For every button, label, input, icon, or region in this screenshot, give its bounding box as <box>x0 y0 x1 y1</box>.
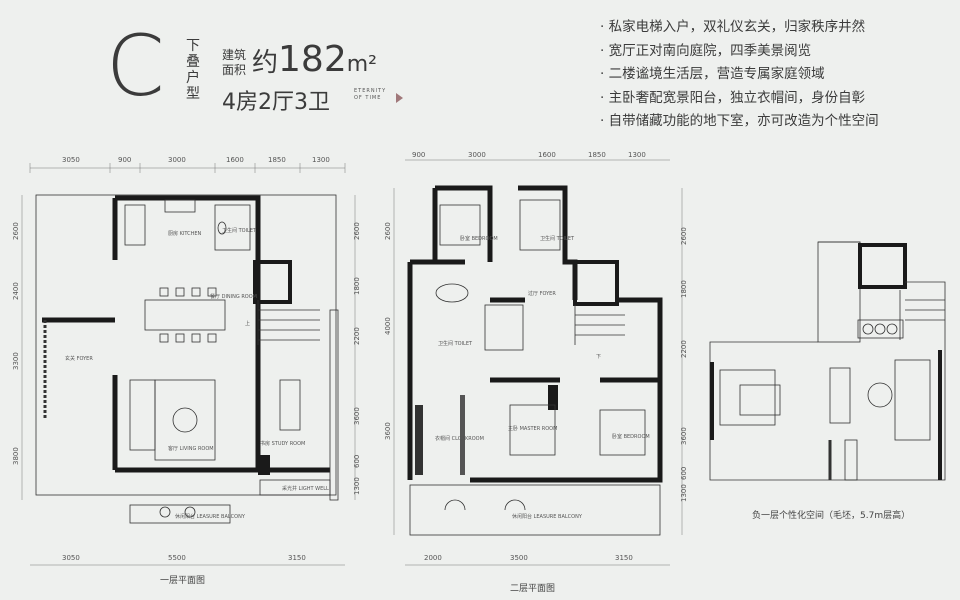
area-value: 约182m² <box>252 39 377 80</box>
room-label: 休闲阳台 LEASURE BALCONY <box>512 513 583 520</box>
dim-label: 4000 <box>384 317 392 335</box>
dim-label: 2400 <box>12 282 20 300</box>
dim-label: 2600 <box>12 222 20 240</box>
dim-label: 600 <box>680 467 688 480</box>
dim-label: 1850 <box>588 151 606 159</box>
dim-label: 900 <box>118 156 131 164</box>
dim-label: 3300 <box>12 352 20 370</box>
dim-label: 3050 <box>62 156 80 164</box>
dim-label: 2000 <box>424 554 442 562</box>
dim-label: 2200 <box>680 340 688 358</box>
room-label: 卫生间 TOILET <box>438 340 473 347</box>
dim-label: 1300 <box>312 156 330 164</box>
room-label: 休闲阳台 LEASURE BALCONY <box>175 513 246 520</box>
plan-caption: 二层平面图 <box>510 583 555 594</box>
dim-label: 3150 <box>615 554 633 562</box>
room-label: 餐厅 DINING ROOM <box>210 293 257 300</box>
feature-item: 私家电梯入户，双礼仪玄关，归家秩序井然 <box>600 16 879 40</box>
triangle-icon <box>396 93 403 103</box>
dim-label: 3000 <box>168 156 186 164</box>
room-label: 衣帽间 CLOAKROOM <box>435 435 484 442</box>
dim-label: 3600 <box>384 422 392 440</box>
dim-label: 1850 <box>268 156 286 164</box>
feature-item: 宽厅正对南向庭院，四季美景阅览 <box>600 40 879 64</box>
dim-label: 2600 <box>384 222 392 240</box>
eternity-mark: ETERNITY OF TIME <box>354 88 387 101</box>
dim-label: 3150 <box>288 554 306 562</box>
room-label: 采光井 LIGHT WELL <box>282 485 329 492</box>
type-letter: C <box>106 17 165 115</box>
dim-label: 1800 <box>680 280 688 298</box>
dim-label: 3800 <box>12 447 20 465</box>
dim-label: 5500 <box>168 554 186 562</box>
plan-second-floor: 900 3000 1600 1850 1300 卧室 BEDROOM 卫生间 T… <box>384 151 688 594</box>
room-label: 卫生间 TOILET <box>222 227 257 234</box>
feature-item: 二楼谧境生活层，营造专属家庭领域 <box>600 63 879 87</box>
room-label: 卧室 BEDROOM <box>612 433 650 440</box>
stair-down-label: 下 <box>596 354 601 360</box>
dim-label: 3000 <box>468 151 486 159</box>
plan-caption: 负一层个性化空间（毛坯，5.7m层高） <box>752 509 910 521</box>
stair-up-label: 上 <box>245 320 250 327</box>
plan-caption: 一层平面图 <box>160 575 205 586</box>
room-label: 客厅 LIVING ROOM <box>168 445 214 452</box>
room-label: 厨房 KITCHEN <box>168 230 202 237</box>
dim-label: 600 <box>353 455 361 468</box>
room-label: 主卧 MASTER ROOM <box>508 425 557 432</box>
room-label: 卧室 BEDROOM <box>460 235 498 242</box>
layout-label: 4房2厅3卫 <box>222 90 330 115</box>
dim-label: 3600 <box>680 427 688 445</box>
dim-label: 2600 <box>353 222 361 240</box>
room-label: 过厅 FOYER <box>528 290 556 297</box>
area-label: 建筑面积 <box>222 48 247 77</box>
dim-label: 3050 <box>62 554 80 562</box>
room-label: 书房 STUDY ROOM <box>260 440 305 447</box>
type-vertical-label: 下叠户型 <box>186 38 200 102</box>
dim-label: 3600 <box>353 407 361 425</box>
dim-label: 2600 <box>680 227 688 245</box>
dim-label: 1800 <box>353 277 361 295</box>
room-label: 卫生间 TOILET <box>540 235 575 242</box>
dim-label: 900 <box>412 151 425 159</box>
room-label: 玄关 FOYER <box>65 355 93 362</box>
feature-item: 自带储藏功能的地下室，亦可改造为个性空间 <box>600 110 879 134</box>
plan-first-floor: 3050 900 3000 1600 1850 1300 <box>12 156 361 586</box>
dim-label: 2200 <box>353 327 361 345</box>
dim-label: 1600 <box>538 151 556 159</box>
dim-label: 1300 <box>680 484 688 502</box>
dim-label: 3500 <box>510 554 528 562</box>
feature-list: 私家电梯入户，双礼仪玄关，归家秩序井然 宽厅正对南向庭院，四季美景阅览 二楼谧境… <box>600 16 879 134</box>
plan-basement: 负一层个性化空间（毛坯，5.7m层高） <box>709 241 946 521</box>
dim-label: 1600 <box>226 156 244 164</box>
dim-label: 1300 <box>353 477 361 495</box>
feature-item: 主卧奢配宽景阳台，独立衣帽间，身份自彰 <box>600 87 879 111</box>
dim-label: 1300 <box>628 151 646 159</box>
